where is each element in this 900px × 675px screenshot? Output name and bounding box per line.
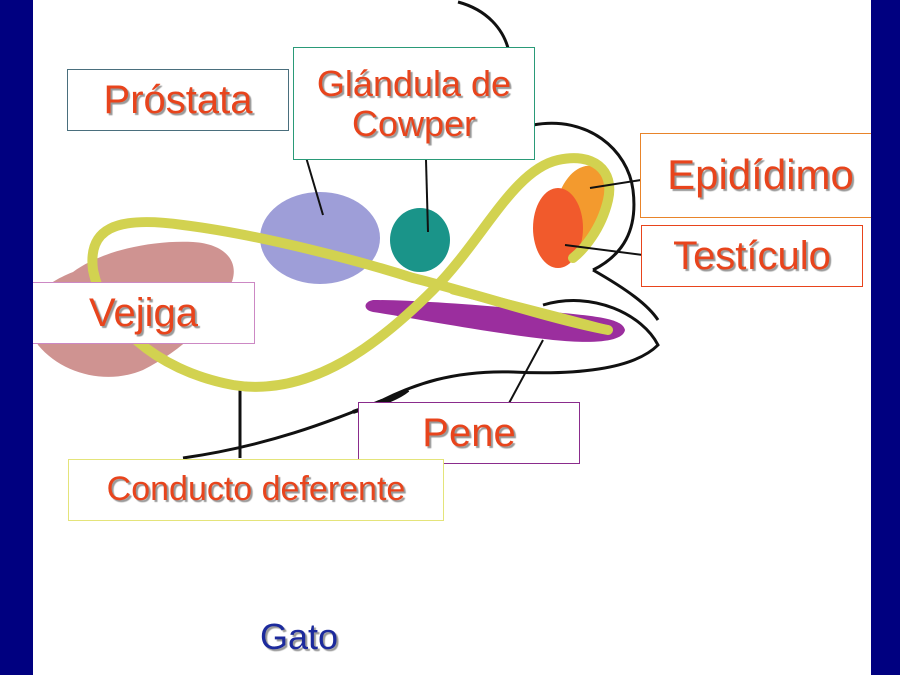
slide: Próstata Glándula de Cowper Epidídimo Te… (33, 0, 871, 675)
vas-deferens-loop (87, 153, 615, 392)
caption-species: Gato (260, 616, 339, 657)
leader-epididimo (589, 179, 642, 189)
label-pene: Pene (358, 402, 580, 464)
vas-deferens-branch (448, 285, 613, 335)
label-cowper-line2: Cowper (351, 102, 477, 144)
outline-top-curve (457, 0, 510, 49)
leader-pene (507, 339, 544, 406)
label-cowper-gland: Glándula de Cowper (293, 47, 535, 160)
leader-cowper (425, 159, 429, 233)
leader-testiculo (564, 244, 644, 256)
cowper-gland-shape (390, 208, 450, 272)
outline-lower-rear (592, 268, 660, 321)
testis-shape (533, 188, 583, 268)
label-testiculo: Testículo (641, 225, 863, 287)
label-epididimo: Epidídimo (640, 133, 871, 218)
label-prostata: Próstata (67, 69, 289, 131)
label-vejiga: Vejiga (33, 282, 255, 344)
label-cowper-line1: Glándula de (316, 62, 512, 104)
penis-shape (365, 300, 625, 342)
label-conducto-deferente: Conducto deferente (68, 459, 444, 521)
outline-belly (182, 299, 660, 460)
